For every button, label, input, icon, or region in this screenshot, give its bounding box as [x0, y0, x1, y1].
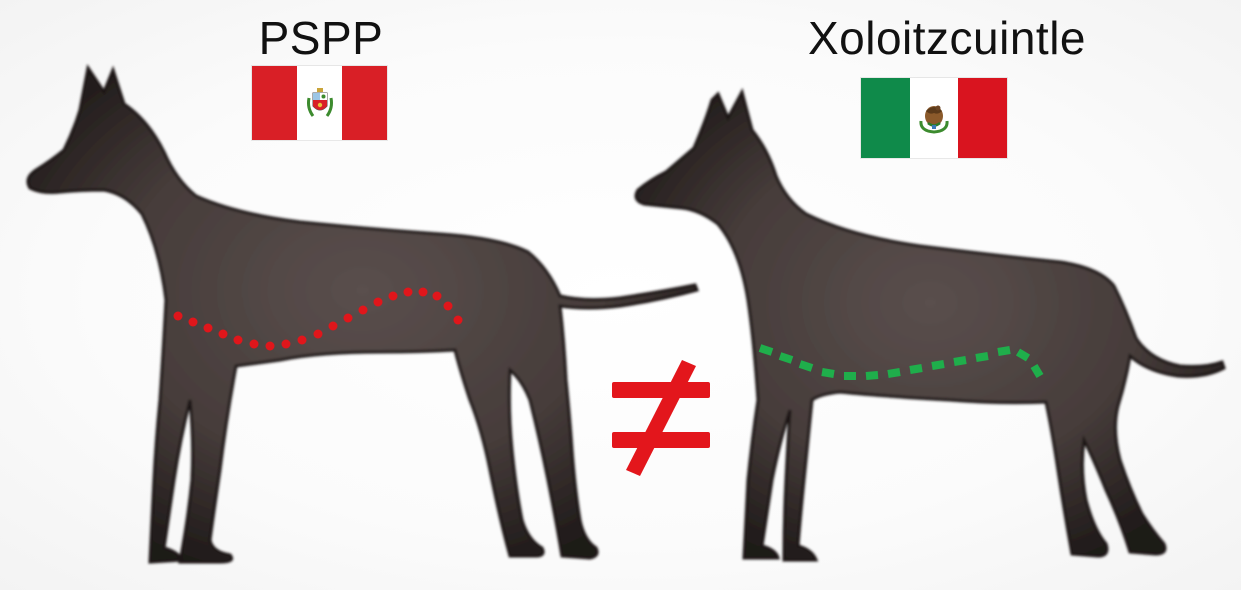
right-breed-title: Xoloitzcuintle — [807, 12, 1087, 64]
pspp-underline-dot — [249, 339, 259, 349]
pspp-underline-dot — [453, 315, 463, 325]
pspp-underline-dot — [358, 305, 368, 315]
xolo-underline-dash — [887, 368, 901, 378]
pspp-underline-dot — [313, 329, 323, 339]
xolo-underline-dash — [997, 346, 1011, 356]
pspp-underline-dot — [373, 297, 383, 307]
pspp-underline-dot — [265, 341, 275, 351]
mexico-flag-left-band — [861, 78, 910, 158]
right-dog-silhouette — [634, 87, 1226, 562]
pspp-underline-dot — [403, 287, 413, 297]
peru-coat-of-arms-icon — [306, 88, 333, 117]
pspp-underline-dot — [297, 335, 307, 345]
xolo-underline-dash — [1030, 363, 1044, 379]
xolo-underline-dash — [1015, 348, 1031, 362]
peru-flag-right-band — [342, 66, 387, 140]
pspp-underline-dot — [188, 317, 198, 327]
mexico-flag-right-band — [958, 78, 1008, 158]
pspp-underline-dot — [218, 329, 228, 339]
xolo-underline-dash — [821, 368, 835, 378]
pspp-underline-dot — [281, 339, 291, 349]
xolo-underline-dash — [865, 371, 879, 380]
xolo-underline-dash — [909, 364, 923, 374]
left-breed-title: PSPP — [258, 12, 384, 64]
pspp-underline-dot — [443, 301, 453, 311]
mexico-flag — [861, 78, 1008, 158]
xolo-underline-dash — [798, 360, 814, 372]
peru-flag-left-band — [252, 66, 297, 140]
not-equal-icon — [612, 360, 710, 476]
pspp-underline-dot — [343, 313, 353, 323]
peru-flag — [252, 66, 387, 140]
xolo-underline-dash — [778, 352, 794, 364]
pspp-underline-dot — [173, 311, 183, 321]
pspp-underline-dot — [388, 291, 398, 301]
left-dog-silhouette — [26, 64, 700, 564]
pspp-underline-dot — [233, 335, 243, 345]
mexico-coat-of-arms-icon — [919, 105, 949, 134]
pspp-underline-dot — [418, 287, 428, 297]
pspp-dotted-underline — [173, 287, 463, 351]
xolo-underline-dash — [931, 360, 945, 370]
xolo-underline-dash — [953, 356, 967, 366]
xolo-underline-dash — [975, 352, 989, 362]
xolo-dashed-underline — [758, 344, 1044, 380]
xolo-underline-dash — [758, 344, 774, 356]
pspp-underline-dot — [203, 323, 213, 333]
pspp-underline-dot — [328, 321, 338, 331]
pspp-underline-dot — [432, 291, 442, 301]
